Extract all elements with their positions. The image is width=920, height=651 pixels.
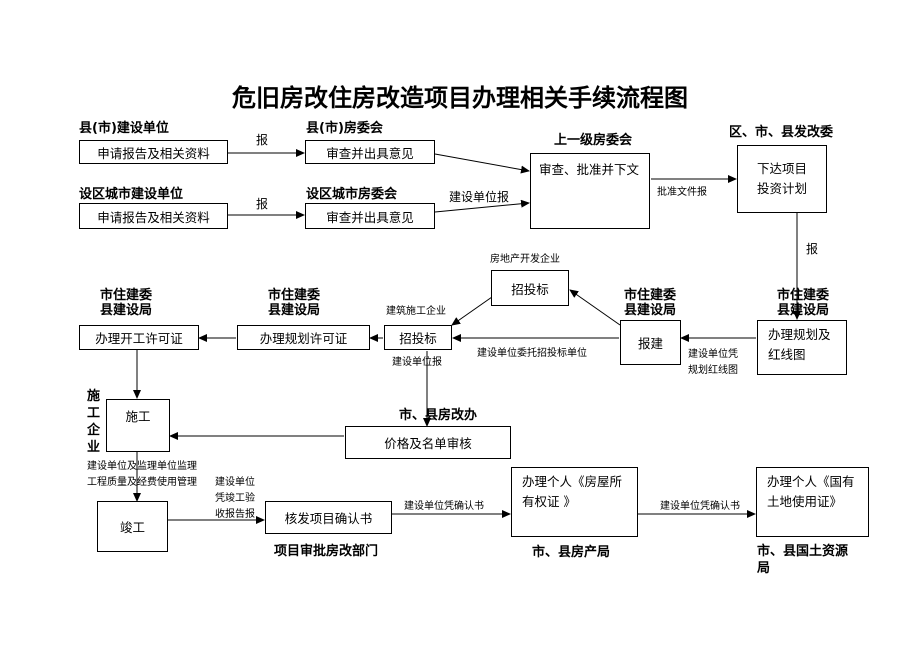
county-const-label-4: 县建设局 [776, 303, 829, 318]
land-cert-box: 办理个人《国有土地使用证》 [756, 467, 869, 537]
entrust-edge-label: 建设单位委托招投标单位 [477, 348, 587, 359]
city-housing-label: 设区城市房委会 [306, 187, 398, 202]
planning-permit-box: 办理规划许可证 [237, 325, 370, 350]
construction-box: 施工 [106, 399, 170, 452]
review-box-1: 审查并出具意见 [305, 140, 435, 164]
investment-plan-box: 下达项目投资计划 [737, 145, 827, 213]
arrow-review2-upper [434, 199, 530, 213]
tender-box-top: 招投标 [491, 270, 569, 306]
page-title: 危旧房改住房改造项目办理相关手续流程图 [232, 83, 688, 112]
apply-report-box-1: 申请报告及相关资料 [79, 140, 228, 164]
contractor-label-2: 工 [87, 406, 101, 421]
redline-edge-label-1: 建设单位凭 [688, 349, 738, 360]
planning-redline-box: 办理规划及红线图 [757, 320, 847, 375]
approval-dept-label: 项目审批房改部门 [274, 544, 379, 559]
county-const-label-3: 县建设局 [623, 303, 676, 318]
county-const-label-2: 县建设局 [267, 303, 320, 318]
arrow-filing-tendertop [569, 289, 621, 326]
construction-permit-box: 办理开工许可证 [79, 325, 199, 350]
city-const-label-1: 市住建委 [99, 288, 152, 303]
project-confirm-box: 核发项目确认书 [265, 501, 392, 534]
confirm-edge-label-1: 建设单位凭确认书 [404, 501, 484, 512]
review-box-2: 审查并出具意见 [305, 203, 435, 229]
county-const-label-1: 县建设局 [99, 303, 152, 318]
acceptance-edge-label-1: 建设单位 [215, 477, 255, 488]
report-edge-label-1: 报 [256, 133, 269, 147]
city-builder-label: 设区城市建设单位 [79, 187, 184, 202]
contractor-label-3: 企 [87, 423, 101, 438]
city-const-label-3: 市住建委 [623, 288, 676, 303]
filing-box: 报建 [620, 320, 681, 365]
house-cert-box: 办理个人《房屋所有权证 》 [511, 467, 638, 537]
city-const-label-2: 市住建委 [267, 288, 320, 303]
upper-housing-label: 上一级房委会 [554, 133, 633, 148]
tender-box-mid: 招投标 [384, 325, 452, 350]
contractor-label-4: 业 [87, 440, 101, 455]
land-bureau-label-1: 市、县国土资源 [757, 544, 849, 559]
supervision-edge-label-1: 建设单位及监理单位监理 [87, 461, 197, 472]
county-builder-label: 县(市)建设单位 [79, 121, 169, 136]
upper-approval-box: 审查、批准并下文 [530, 153, 650, 229]
land-bureau-label-2: 局 [757, 561, 771, 576]
real-estate-label: 房地产开发企业 [490, 254, 560, 265]
report-edge-label-3: 报 [806, 242, 819, 256]
acceptance-edge-label-3: 收报告报 [215, 509, 255, 520]
apply-report-box-2: 申请报告及相关资料 [79, 203, 228, 229]
house-bureau-label: 市、县房产局 [532, 545, 611, 560]
supervision-edge-label-2: 工程质量及经费使用管理 [87, 477, 197, 488]
redline-edge-label-2: 规划红线图 [688, 365, 738, 376]
contractor-label-1: 施 [87, 389, 101, 404]
confirm-edge-label-2: 建设单位凭确认书 [660, 501, 740, 512]
city-reform-office-label: 市、县房改办 [399, 408, 478, 423]
arrow-tendertop-tendermid [451, 296, 493, 326]
builder-report2-edge-label: 建设单位报 [392, 357, 442, 368]
contractor-edge-label: 建筑施工企业 [386, 306, 446, 317]
report-edge-label-2: 报 [256, 197, 269, 211]
price-review-box: 价格及名单审核 [345, 426, 511, 459]
arrow-review1-upper [434, 153, 530, 174]
county-housing-label: 县(市)房委会 [306, 121, 383, 136]
city-const-label-4: 市住建委 [776, 288, 829, 303]
acceptance-edge-label-2: 凭竣工验 [215, 493, 255, 504]
builder-report-edge-label: 建设单位报 [449, 190, 510, 204]
completion-box: 竣工 [97, 501, 168, 552]
dev-reform-label: 区、市、县发改委 [729, 125, 834, 140]
plan-doc-edge-label: 批准文件报 [657, 187, 707, 198]
